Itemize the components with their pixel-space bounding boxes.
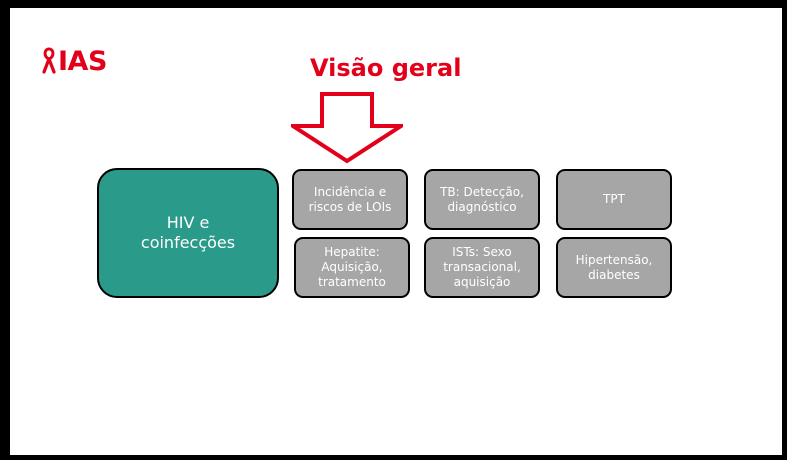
topic-tile-incidencia: Incidência e riscos de LOIs (292, 169, 408, 230)
page-title: Visão geral (310, 54, 462, 82)
slide: IAS Visão geral HIV e coinfecções Incidê… (10, 8, 782, 455)
topic-tile-hipertensao: Hipertensão, diabetes (556, 237, 672, 298)
red-ribbon-icon (42, 47, 56, 74)
topic-tile-ists: ISTs: Sexo transacional, aquisição (424, 237, 540, 298)
down-arrow-outline-icon (291, 92, 403, 164)
logo-text: IAS (58, 45, 107, 77)
topic-tile-tb: TB: Detecção, diagnóstico (424, 169, 540, 230)
topic-tile-hepatite: Hepatite: Aquisição, tratamento (294, 237, 410, 298)
ias-logo: IAS (42, 45, 107, 77)
main-topic-box: HIV e coinfecções (97, 168, 279, 298)
topic-tile-tpt: TPT (556, 169, 672, 230)
